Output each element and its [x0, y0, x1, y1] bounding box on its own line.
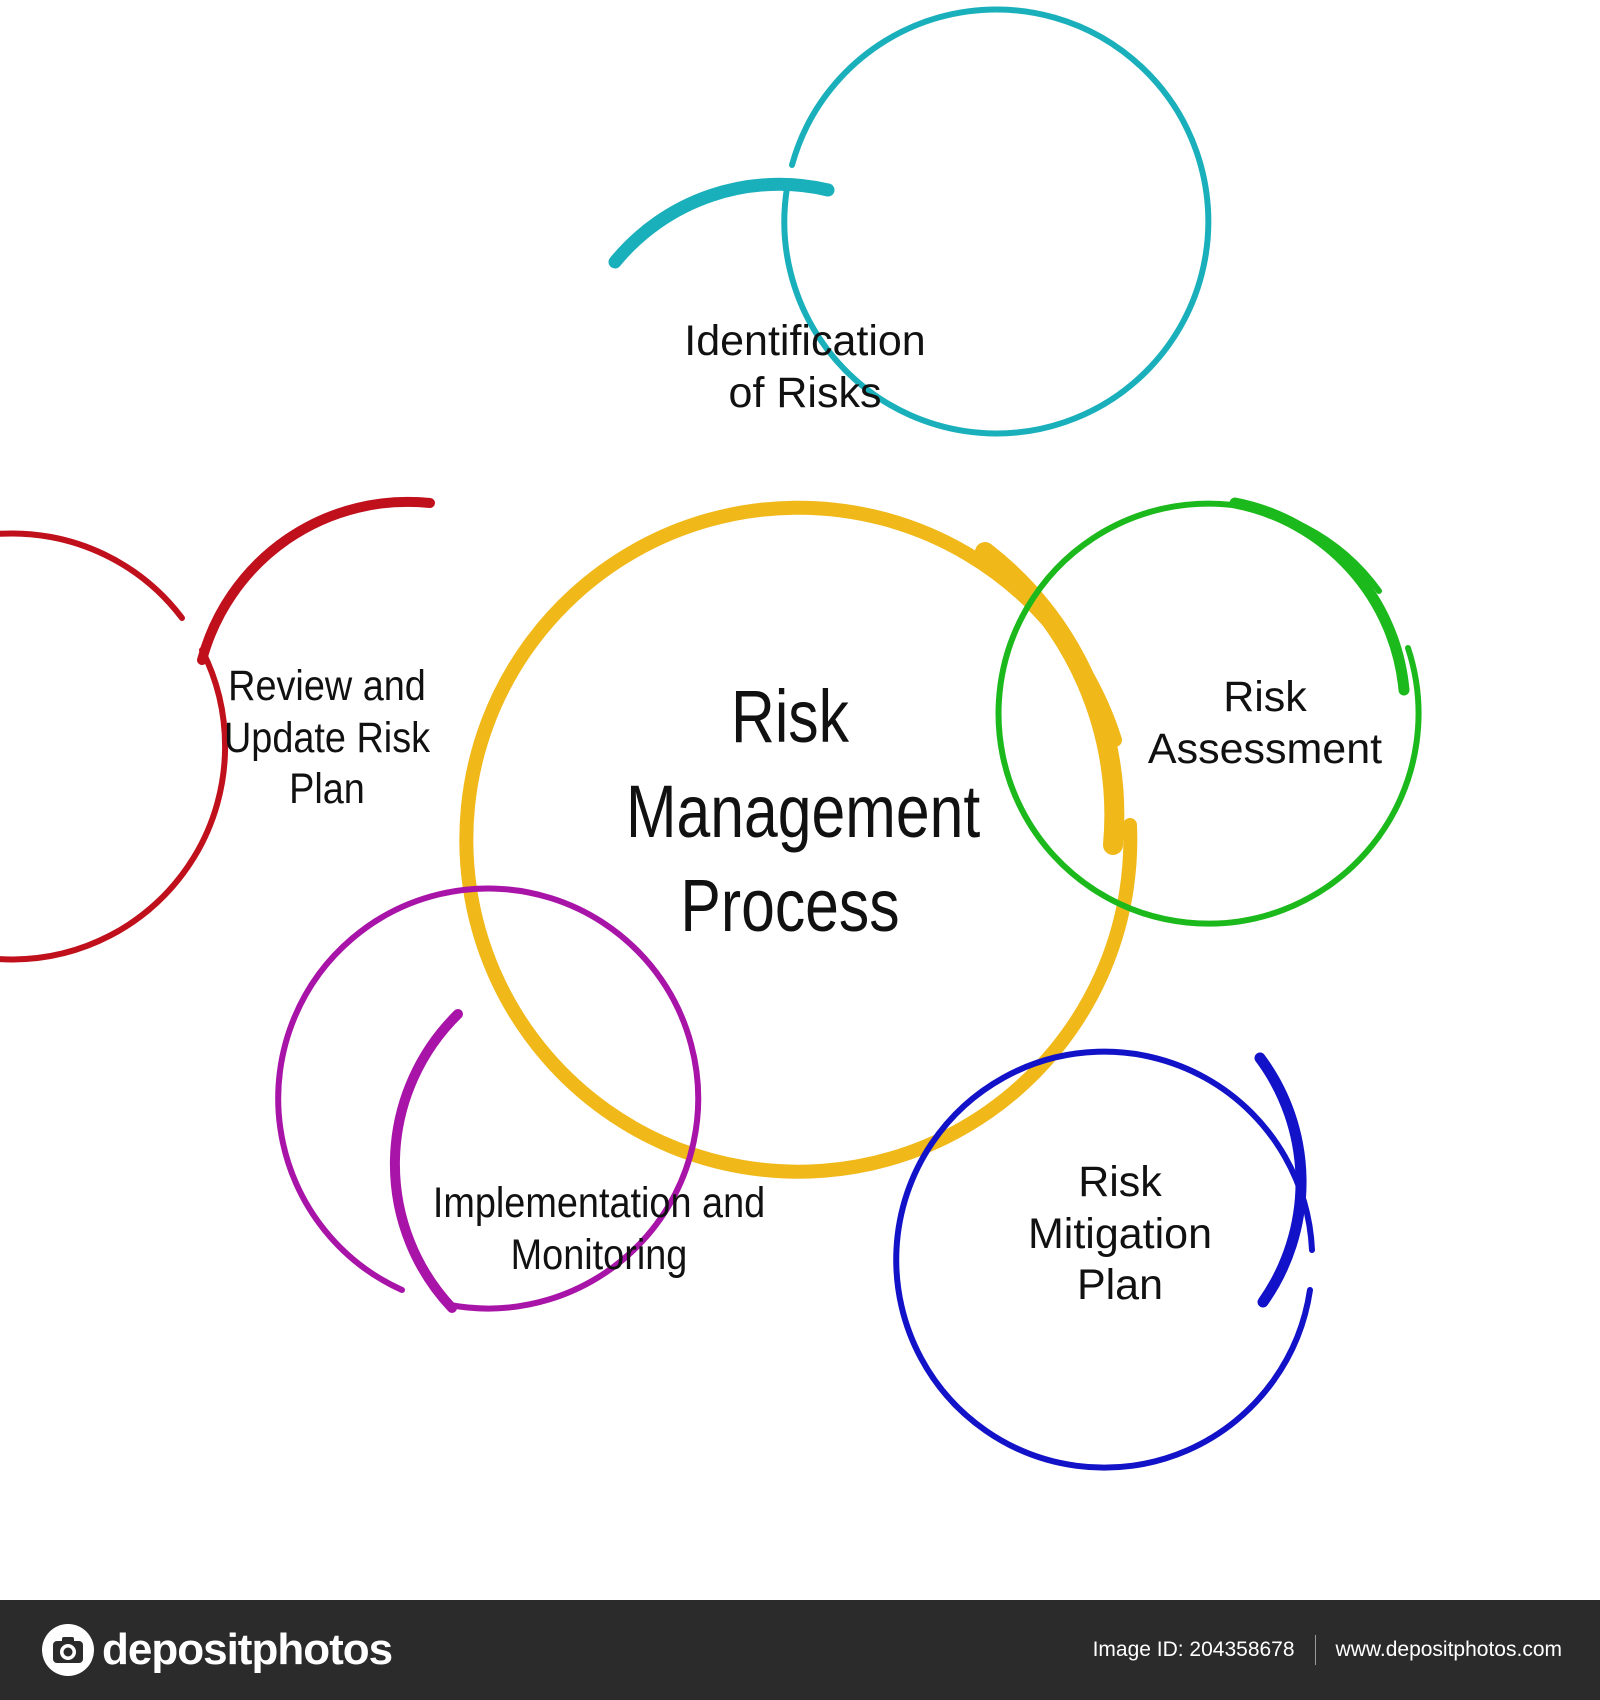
mitigation-ring [893, 1048, 1315, 1471]
center-label-line: Process [680, 864, 900, 948]
diagram-rings [0, 6, 1422, 1471]
step-review-label: Review and Update Risk Plan [208, 661, 446, 816]
step-label-line: Plan [289, 765, 365, 814]
step-implementation-label: Implementation and Monitoring [423, 1178, 775, 1281]
center-ring [459, 500, 1138, 1179]
assessment-ring [995, 500, 1422, 927]
risk-management-diagram: Risk Management Process Identification o… [0, 6, 1422, 1471]
step-identification-label: Identification of Risks [620, 316, 990, 419]
camera-logo-icon [42, 1624, 94, 1676]
footer-divider [1314, 1635, 1316, 1665]
center-label-line: Risk [730, 675, 849, 758]
mitigation-ring-brush [1254, 1052, 1307, 1308]
step-label-line: Implementation and [432, 1179, 766, 1227]
center-label: Risk Management Process [626, 670, 981, 954]
step-label-line: of Risks [728, 368, 882, 417]
center-ring-brush [975, 542, 1125, 855]
review-ring-brush [197, 496, 435, 665]
center-label-line: Management [626, 769, 981, 853]
review-ring [0, 530, 229, 963]
assessment-ring-brush [1229, 497, 1410, 696]
step-label-line: Review and [228, 662, 426, 710]
step-label-line: Plan [1076, 1261, 1164, 1310]
step-label-line: Update Risk [223, 713, 431, 762]
footer-meta: Image ID: 204358678 www.depositphotos.co… [1093, 1600, 1562, 1700]
identification-ring-brush [608, 177, 835, 269]
step-label-line: Risk [1078, 1158, 1162, 1206]
site-url[interactable]: www.depositphotos.com [1335, 1638, 1562, 1661]
brand-name: depositphotos [102, 1625, 393, 1674]
brand: depositphotos [40, 1622, 393, 1678]
image-id: Image ID: 204358678 [1092, 1638, 1295, 1661]
identification-ring [781, 6, 1212, 437]
watermark-footer: depositphotos Image ID: 204358678 www.de… [0, 1600, 1600, 1700]
step-label-line: Identification [684, 317, 926, 365]
implementation-ring-brush [389, 1009, 463, 1313]
step-label-line: Mitigation [1027, 1209, 1213, 1258]
step-label-line: Assessment [1147, 724, 1383, 773]
step-label-line: Monitoring [510, 1230, 688, 1279]
implementation-ring [275, 885, 702, 1312]
step-label-line: Risk [1223, 673, 1307, 721]
step-assessment-label: Risk Assessment [1110, 672, 1420, 775]
step-mitigation-label: Risk Mitigation Plan [975, 1157, 1265, 1312]
